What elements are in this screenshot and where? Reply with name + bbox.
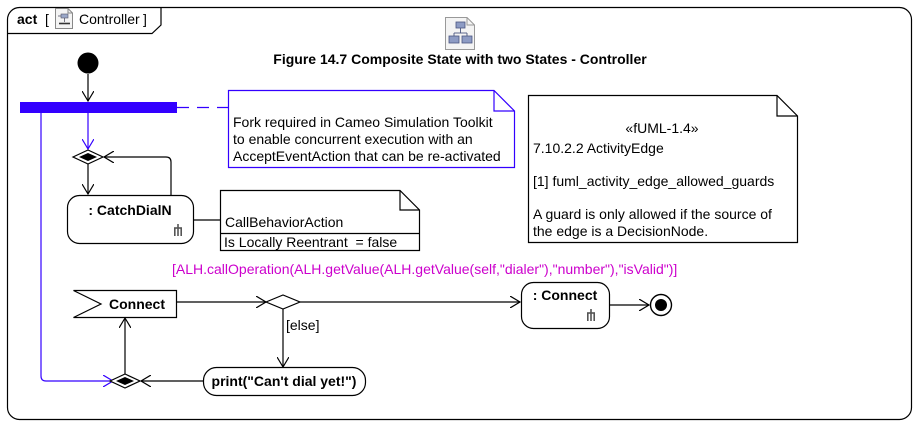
call-behavior-note-property: Is Locally Reentrant = false [224, 234, 397, 250]
fork-note-line-1: Fork required in Cameo Simulation Toolki… [233, 114, 493, 130]
edge-catchdial-loop[interactable] [104, 157, 172, 195]
frame-close-bracket: ] [143, 11, 147, 27]
activity-final-node[interactable] [649, 293, 673, 317]
call-behavior-rake-icon [587, 309, 595, 321]
fork-note-line-3: AcceptEventAction that can be re-activat… [233, 148, 501, 164]
guard-label: [ALH.callOperation(ALH.getValue(ALH.getV… [172, 261, 677, 277]
connect-event-label: Connect [109, 296, 165, 312]
frame-open-bracket: [ [45, 11, 49, 27]
connect-action-label: : Connect [533, 287, 598, 303]
call-behavior-note: CallBehaviorAction Is Locally Reentrant … [219, 189, 421, 252]
fork-note-line-2: to enable concurrent execution with an [233, 131, 473, 147]
fuml-constraint: [1] fuml_activity_edge_allowed_guards [533, 173, 774, 189]
diagram-hierarchy-icon [445, 17, 475, 50]
fork-node[interactable] [20, 102, 177, 113]
fuml-note: «fUML-1.4» 7.10.2.2 ActivityEdge [1] fum… [527, 94, 799, 244]
figure-title: Figure 14.7 Composite State with two Sta… [273, 51, 647, 67]
fuml-description-line-2: the edge is a DecisionNode. [533, 223, 708, 239]
edge-fork-to-merge-bottom[interactable] [40, 113, 113, 381]
activity-diagram-icon [55, 8, 73, 29]
else-label: [else] [286, 317, 319, 333]
call-behavior-note-title: CallBehaviorAction [225, 214, 343, 230]
fuml-stereotype: «fUML-1.4» [625, 120, 698, 136]
frame-name: Controller [79, 11, 140, 27]
initial-node[interactable] [77, 52, 99, 74]
fork-note: Fork required in Cameo Simulation Toolki… [227, 89, 516, 169]
connect-call-action[interactable]: : Connect [520, 281, 611, 330]
catch-dial-action[interactable]: : CatchDialN [66, 194, 195, 245]
print-action[interactable]: print("Can't dial yet!") [202, 366, 367, 397]
frame-tab [7, 7, 162, 35]
catch-dial-label: : CatchDialN [88, 202, 171, 218]
merge-node-bottom[interactable] [108, 373, 142, 389]
fuml-section: 7.10.2.2 ActivityEdge [533, 140, 664, 156]
print-action-label: print("Can't dial yet!") [212, 373, 357, 389]
connect-accept-event-action[interactable]: Connect [73, 289, 178, 319]
frame-kind: act [17, 11, 38, 27]
fuml-description-line-1: A guard is only allowed if the source of [533, 206, 772, 222]
call-behavior-rake-icon [174, 224, 182, 236]
